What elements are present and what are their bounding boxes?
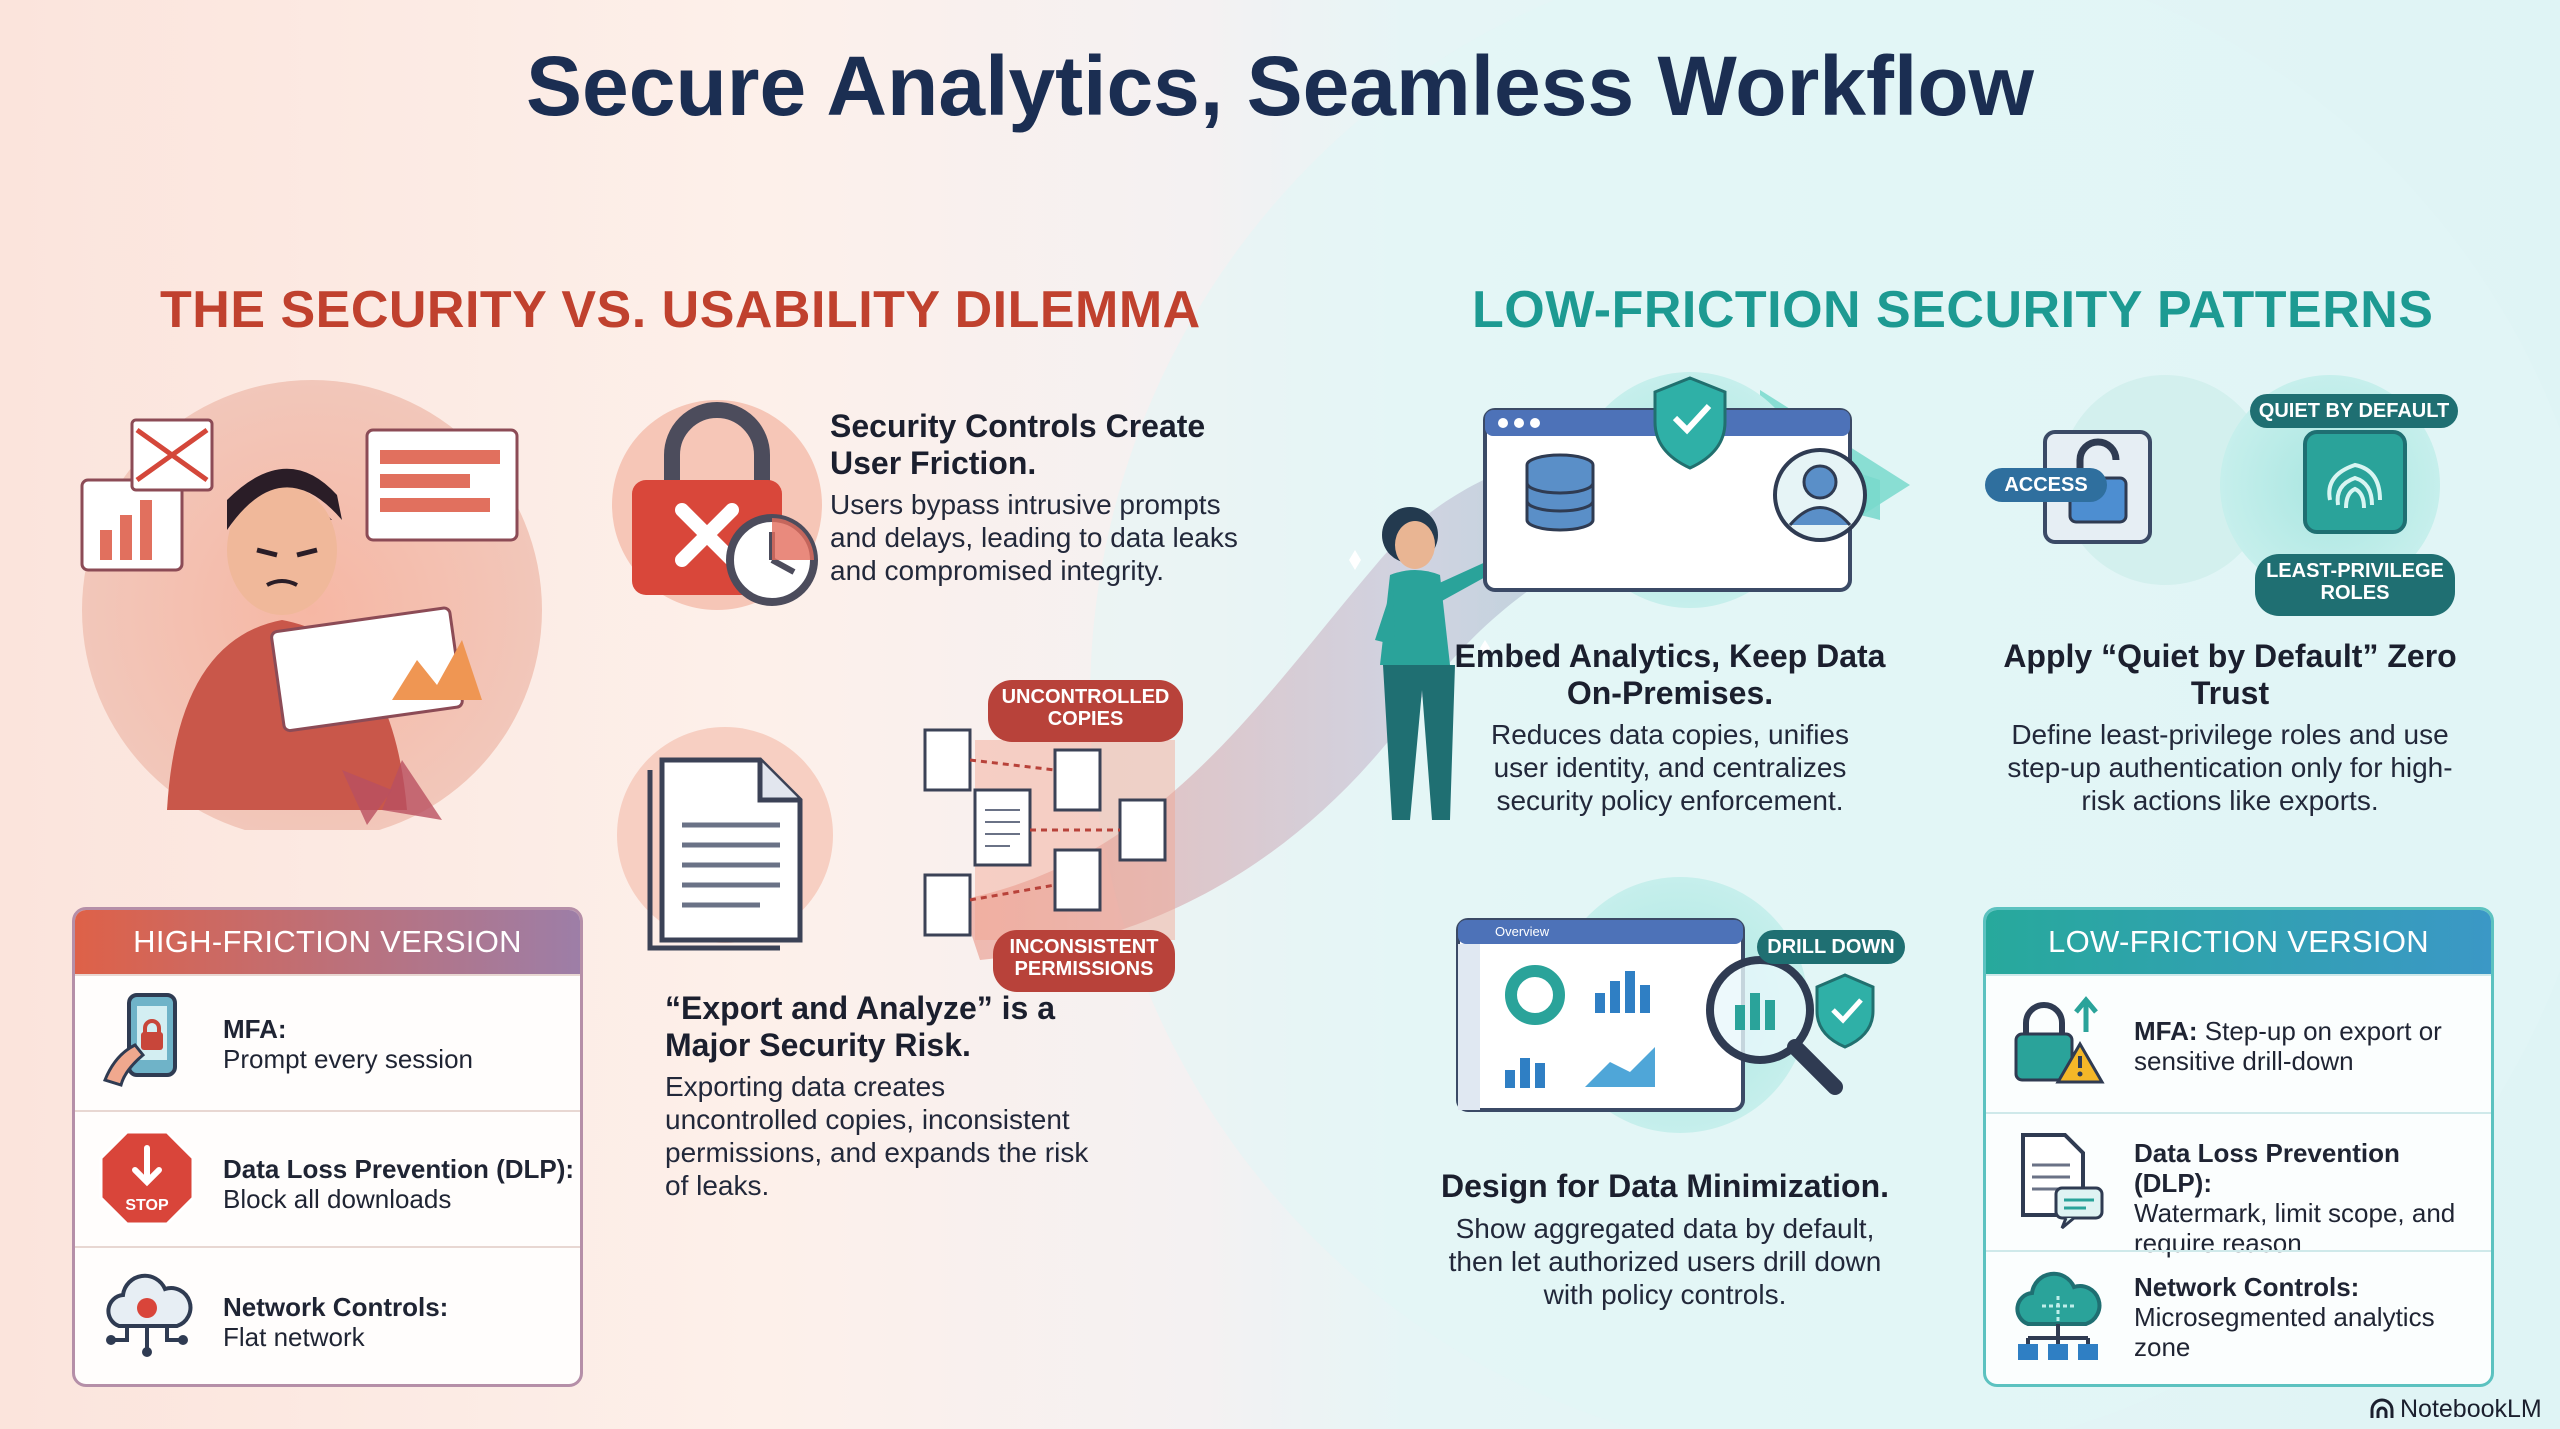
- high-friction-title: HIGH-FRICTION VERSION: [75, 910, 580, 974]
- frustrated-user-illustration: [80, 380, 542, 830]
- dlp-label: Data Loss Prevention (DLP):: [223, 1154, 575, 1184]
- document-icon: [617, 727, 833, 951]
- low-friction-row-network: Network Controls:Microsegmented analytic…: [1986, 1250, 2491, 1384]
- right-section-heading: LOW-FRICTION SECURITY PATTERNS: [1472, 281, 2434, 339]
- uncontrolled-copies-tag: UNCONTROLLED COPIES: [988, 680, 1183, 742]
- low-friction-row-dlp: Data Loss Prevention (DLP):Watermark, li…: [1986, 1112, 2491, 1258]
- access-tag: ACCESS: [1985, 468, 2107, 502]
- page-title: Secure Analytics, Seamless Workflow: [526, 39, 2034, 133]
- lock-timer-icon: [612, 400, 822, 610]
- embed-heading: Embed Analytics, Keep Data On-Premises.: [1454, 638, 1886, 711]
- low-mfa-detail: Step-up on export or sensitive drill-dow…: [2134, 1016, 2442, 1076]
- least-privilege-tag: LEAST-PRIVILEGE ROLES: [2255, 554, 2455, 616]
- low-mfa-label: MFA:: [2134, 1016, 2198, 1046]
- notebooklm-logo-icon: [2370, 1398, 2394, 1418]
- friction-body: Users bypass intrusive prompts and delay…: [830, 489, 1238, 586]
- low-dlp-detail: Watermark, limit scope, and require reas…: [2134, 1198, 2456, 1258]
- cloud-network-icon: [106, 1273, 193, 1357]
- low-friction-row-mfa: MFA: Step-up on export or sensitive dril…: [1986, 974, 2491, 1114]
- friction-heading: Security Controls Create User Friction.: [830, 408, 1206, 481]
- network-label: Network Controls:: [223, 1292, 449, 1322]
- low-dlp-label: Data Loss Prevention (DLP):: [2134, 1138, 2400, 1198]
- mfa-detail: Prompt every session: [223, 1044, 473, 1074]
- mfa-label: MFA:: [223, 1014, 287, 1044]
- low-friction-panel: LOW-FRICTION VERSION MFA: Step-up on exp…: [1983, 907, 2494, 1387]
- low-network-label: Network Controls:: [2134, 1272, 2360, 1302]
- low-friction-title: LOW-FRICTION VERSION: [1986, 910, 2491, 974]
- scattered-copies-icon: [923, 728, 1175, 940]
- inconsistent-permissions-tag: INCONSISTENT PERMISSIONS: [993, 930, 1175, 992]
- high-friction-row-dlp: STOP Data Loss Prevention (DLP):Block al…: [75, 1110, 580, 1248]
- high-friction-row-network: Network Controls:Flat network: [75, 1246, 580, 1384]
- low-network-detail: Microsegmented analytics zone: [2134, 1302, 2435, 1362]
- brand-mark: NotebookLM: [2370, 1394, 2542, 1424]
- embed-body: Reduces data copies, unifies user identi…: [1491, 719, 1849, 816]
- dashboard-magnifier-icon: Overview: [1456, 877, 1875, 1133]
- network-detail: Flat network: [223, 1322, 365, 1352]
- presenting-woman-illustration: [1349, 507, 1498, 820]
- minimization-heading: Design for Data Minimization.: [1440, 1168, 1890, 1204]
- high-friction-panel: HIGH-FRICTION VERSION MFA:Prompt every s…: [72, 907, 583, 1387]
- minimization-body: Show aggregated data by default, then le…: [1448, 1213, 1882, 1310]
- zero-trust-heading: Apply “Quiet by Default” Zero Trust: [2003, 638, 2457, 711]
- high-friction-row-mfa: MFA:Prompt every session: [75, 974, 580, 1112]
- dlp-detail: Block all downloads: [223, 1184, 452, 1214]
- stop-text: STOP: [125, 1197, 169, 1214]
- left-section-heading: THE SECURITY VS. USABILITY DILEMMA: [160, 281, 1201, 339]
- document-chat-icon: [2021, 1133, 2104, 1230]
- dashboard-label: Overview: [1495, 924, 1550, 939]
- lock-warning-icon: [2014, 996, 2105, 1084]
- export-risk-body: Exporting data creates uncontrolled copi…: [665, 1071, 1089, 1201]
- phone-lock-icon: [103, 993, 177, 1087]
- brand-text: NotebookLM: [2400, 1394, 2542, 1423]
- stop-download-icon: STOP: [99, 1130, 195, 1226]
- export-risk-heading: “Export and Analyze” is a Major Security…: [665, 990, 1056, 1063]
- quiet-by-default-tag: QUIET BY DEFAULT: [2250, 394, 2458, 428]
- zero-trust-body: Define least-privilege roles and use ste…: [2007, 719, 2453, 816]
- embedded-analytics-window-icon: [1483, 372, 1867, 608]
- drill-down-tag: DRILL DOWN: [1757, 930, 1905, 964]
- cloud-segments-icon: [2015, 1271, 2102, 1360]
